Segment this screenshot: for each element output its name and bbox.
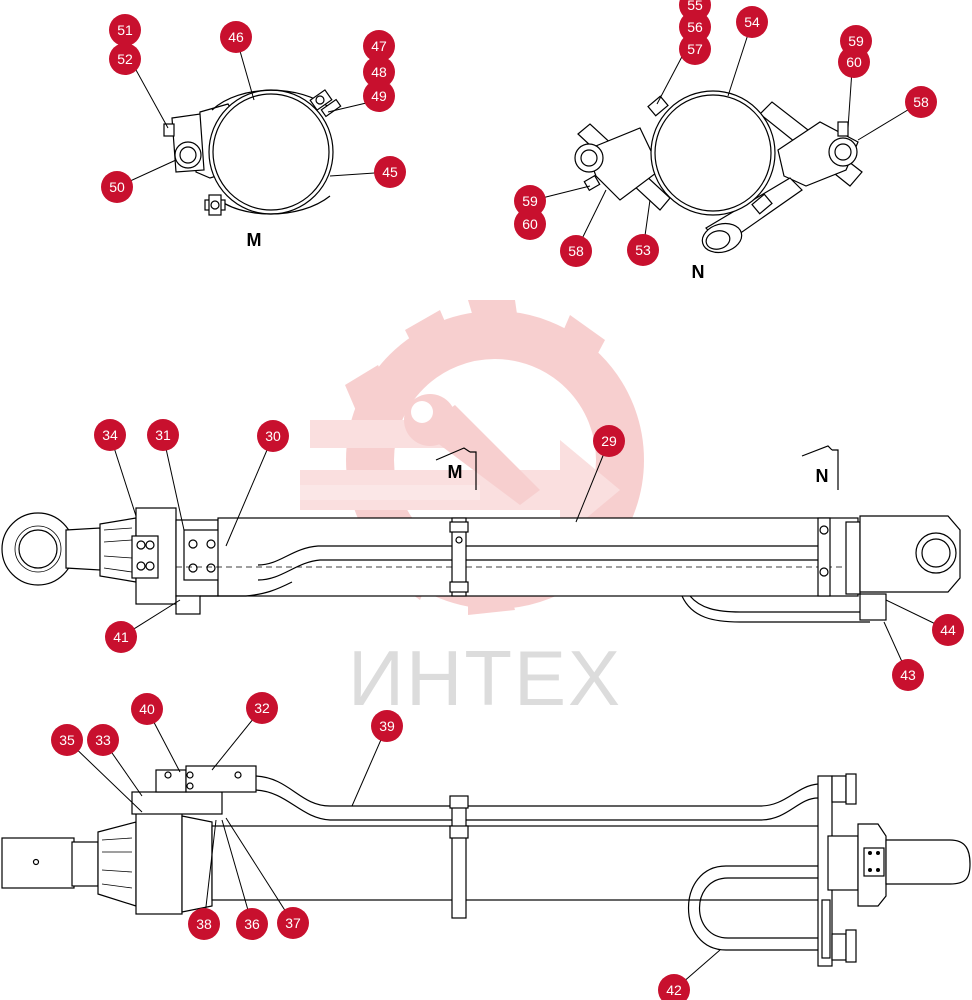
svg-text:48: 48 [371,64,387,80]
callout-40: 40 [131,693,163,725]
svg-text:44: 44 [940,622,956,638]
svg-text:59: 59 [848,33,864,49]
svg-text:34: 34 [102,427,118,443]
svg-text:55: 55 [687,0,703,13]
svg-text:45: 45 [382,164,398,180]
callout-58-right: 58 [905,86,937,118]
svg-text:60: 60 [522,216,538,232]
callout-48: 48 [363,56,395,88]
svg-text:41: 41 [113,629,129,645]
callout-32: 32 [246,692,278,724]
svg-text:43: 43 [900,667,916,683]
svg-text:35: 35 [59,732,75,748]
section-n-text: N [816,466,829,486]
svg-text:52: 52 [117,51,133,67]
svg-text:50: 50 [109,179,125,195]
svg-text:31: 31 [155,427,171,443]
callout-31: 31 [147,419,179,451]
callout-45: 45 [374,156,406,188]
svg-text:59: 59 [522,193,538,209]
callout-29: 29 [593,425,625,457]
callout-46: 46 [220,21,252,53]
view-m-label: M [247,230,262,250]
callout-35: 35 [51,724,83,756]
watermark-text: ИНТЕХ [348,634,622,722]
callout-60-left: 60 [514,208,546,240]
callout-58-left: 58 [560,235,592,267]
callout-42: 42 [658,974,690,1000]
callout-36: 36 [236,908,268,940]
svg-text:51: 51 [117,22,133,38]
section-mark-n: N [801,445,839,490]
callout-41: 41 [105,621,137,653]
callout-51: 51 [109,14,141,46]
svg-text:49: 49 [371,88,387,104]
svg-text:54: 54 [744,14,760,30]
cylinder-top-view [1,507,961,623]
callout-50: 50 [101,171,133,203]
svg-text:36: 36 [244,916,260,932]
view-n-detail: N [574,90,863,282]
callout-34: 34 [94,419,126,451]
callout-30: 30 [257,420,289,452]
callout-54: 54 [736,6,768,38]
callout-47: 47 [363,30,395,62]
svg-text:33: 33 [95,732,111,748]
svg-text:58: 58 [568,243,584,259]
callout-52: 52 [109,43,141,75]
callout-badges: 51 52 46 47 48 49 45 50 55 56 57 54 59 6… [51,0,964,1000]
svg-text:58: 58 [913,94,929,110]
view-m-detail: M [163,89,342,250]
svg-text:32: 32 [254,700,270,716]
callout-38: 38 [188,908,220,940]
svg-text:37: 37 [285,915,301,931]
svg-text:40: 40 [139,701,155,717]
svg-text:38: 38 [196,916,212,932]
view-n-label: N [692,262,705,282]
svg-text:39: 39 [379,718,395,734]
cylinder-side-view [1,765,971,967]
callout-53: 53 [627,234,659,266]
callout-43: 43 [892,659,924,691]
callout-56: 56 [679,11,711,43]
callout-37: 37 [277,907,309,939]
svg-text:29: 29 [601,433,617,449]
svg-text:57: 57 [687,41,703,57]
svg-text:53: 53 [635,242,651,258]
section-m-text: M [448,462,463,482]
callout-33: 33 [87,724,119,756]
callout-59-left: 59 [514,185,546,217]
callout-49: 49 [363,80,395,112]
section-mark-m: M [435,447,477,490]
svg-text:47: 47 [371,38,387,54]
callout-60-top: 60 [838,46,870,78]
svg-text:60: 60 [846,54,862,70]
svg-text:42: 42 [666,982,682,998]
callout-44: 44 [932,614,964,646]
svg-text:30: 30 [265,428,281,444]
svg-text:46: 46 [228,29,244,45]
svg-text:56: 56 [687,19,703,35]
callout-57: 57 [679,33,711,65]
callout-39: 39 [371,710,403,742]
